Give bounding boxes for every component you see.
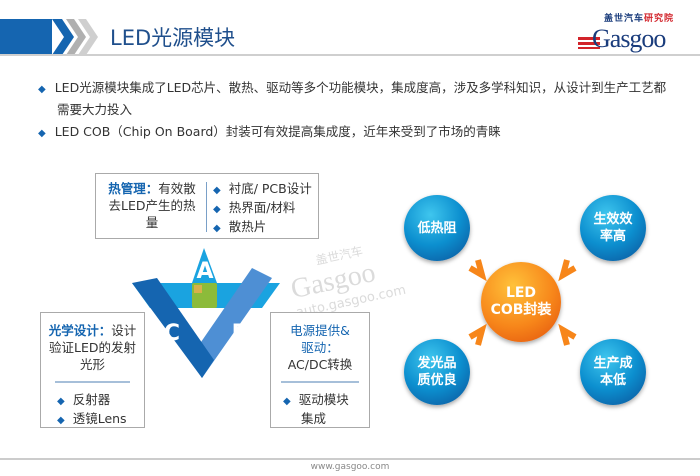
footer-divider: [0, 458, 700, 460]
diamond-icon: ◆: [38, 128, 46, 139]
diamond-icon: ◆: [38, 84, 46, 95]
page-title: LED光源模块: [110, 26, 236, 50]
label-a: A: [196, 259, 213, 284]
arrows-icon: [468, 259, 577, 346]
label-c: C: [164, 321, 180, 346]
header-divider: [0, 54, 700, 56]
bullet-1: ◆LED光源模块集成了LED芯片、散热、驱动等多个功能模块，集成度高，涉及多学科…: [38, 80, 667, 95]
bullet-1-cont: 需要大力投入: [57, 102, 133, 117]
circle-quality: 发光品质优良: [404, 339, 470, 405]
circle-low-thermal: 低热阻: [404, 195, 470, 261]
bullet-2: ◆LED COB（Chip On Board）封装可有效提高集成度，近年来受到了…: [38, 124, 501, 139]
abc-triangle: A B C: [132, 248, 280, 378]
thermal-box: 热管理：有效散去LED产生的热量 ◆衬底/ PCB设计 ◆热界面/材料 ◆散热片: [95, 173, 319, 239]
footer-url: www.gasgoo.com: [310, 462, 390, 472]
gasgoo-logo: 盖世汽车研究院 Gasgoo: [578, 14, 694, 54]
label-b: B: [232, 321, 249, 346]
header-bar: [0, 19, 52, 55]
power-box: 电源提供&驱动：AC/DC转换 ◆驱动模块 集成: [270, 312, 370, 428]
circle-efficiency: 生效效率高: [580, 195, 646, 261]
chevron-icon: [52, 19, 98, 55]
circle-cost: 生产成本低: [580, 339, 646, 405]
optical-box: 光学设计：设计验证LED的发射光形 ◆反射器 ◆透镜Lens: [40, 312, 145, 428]
